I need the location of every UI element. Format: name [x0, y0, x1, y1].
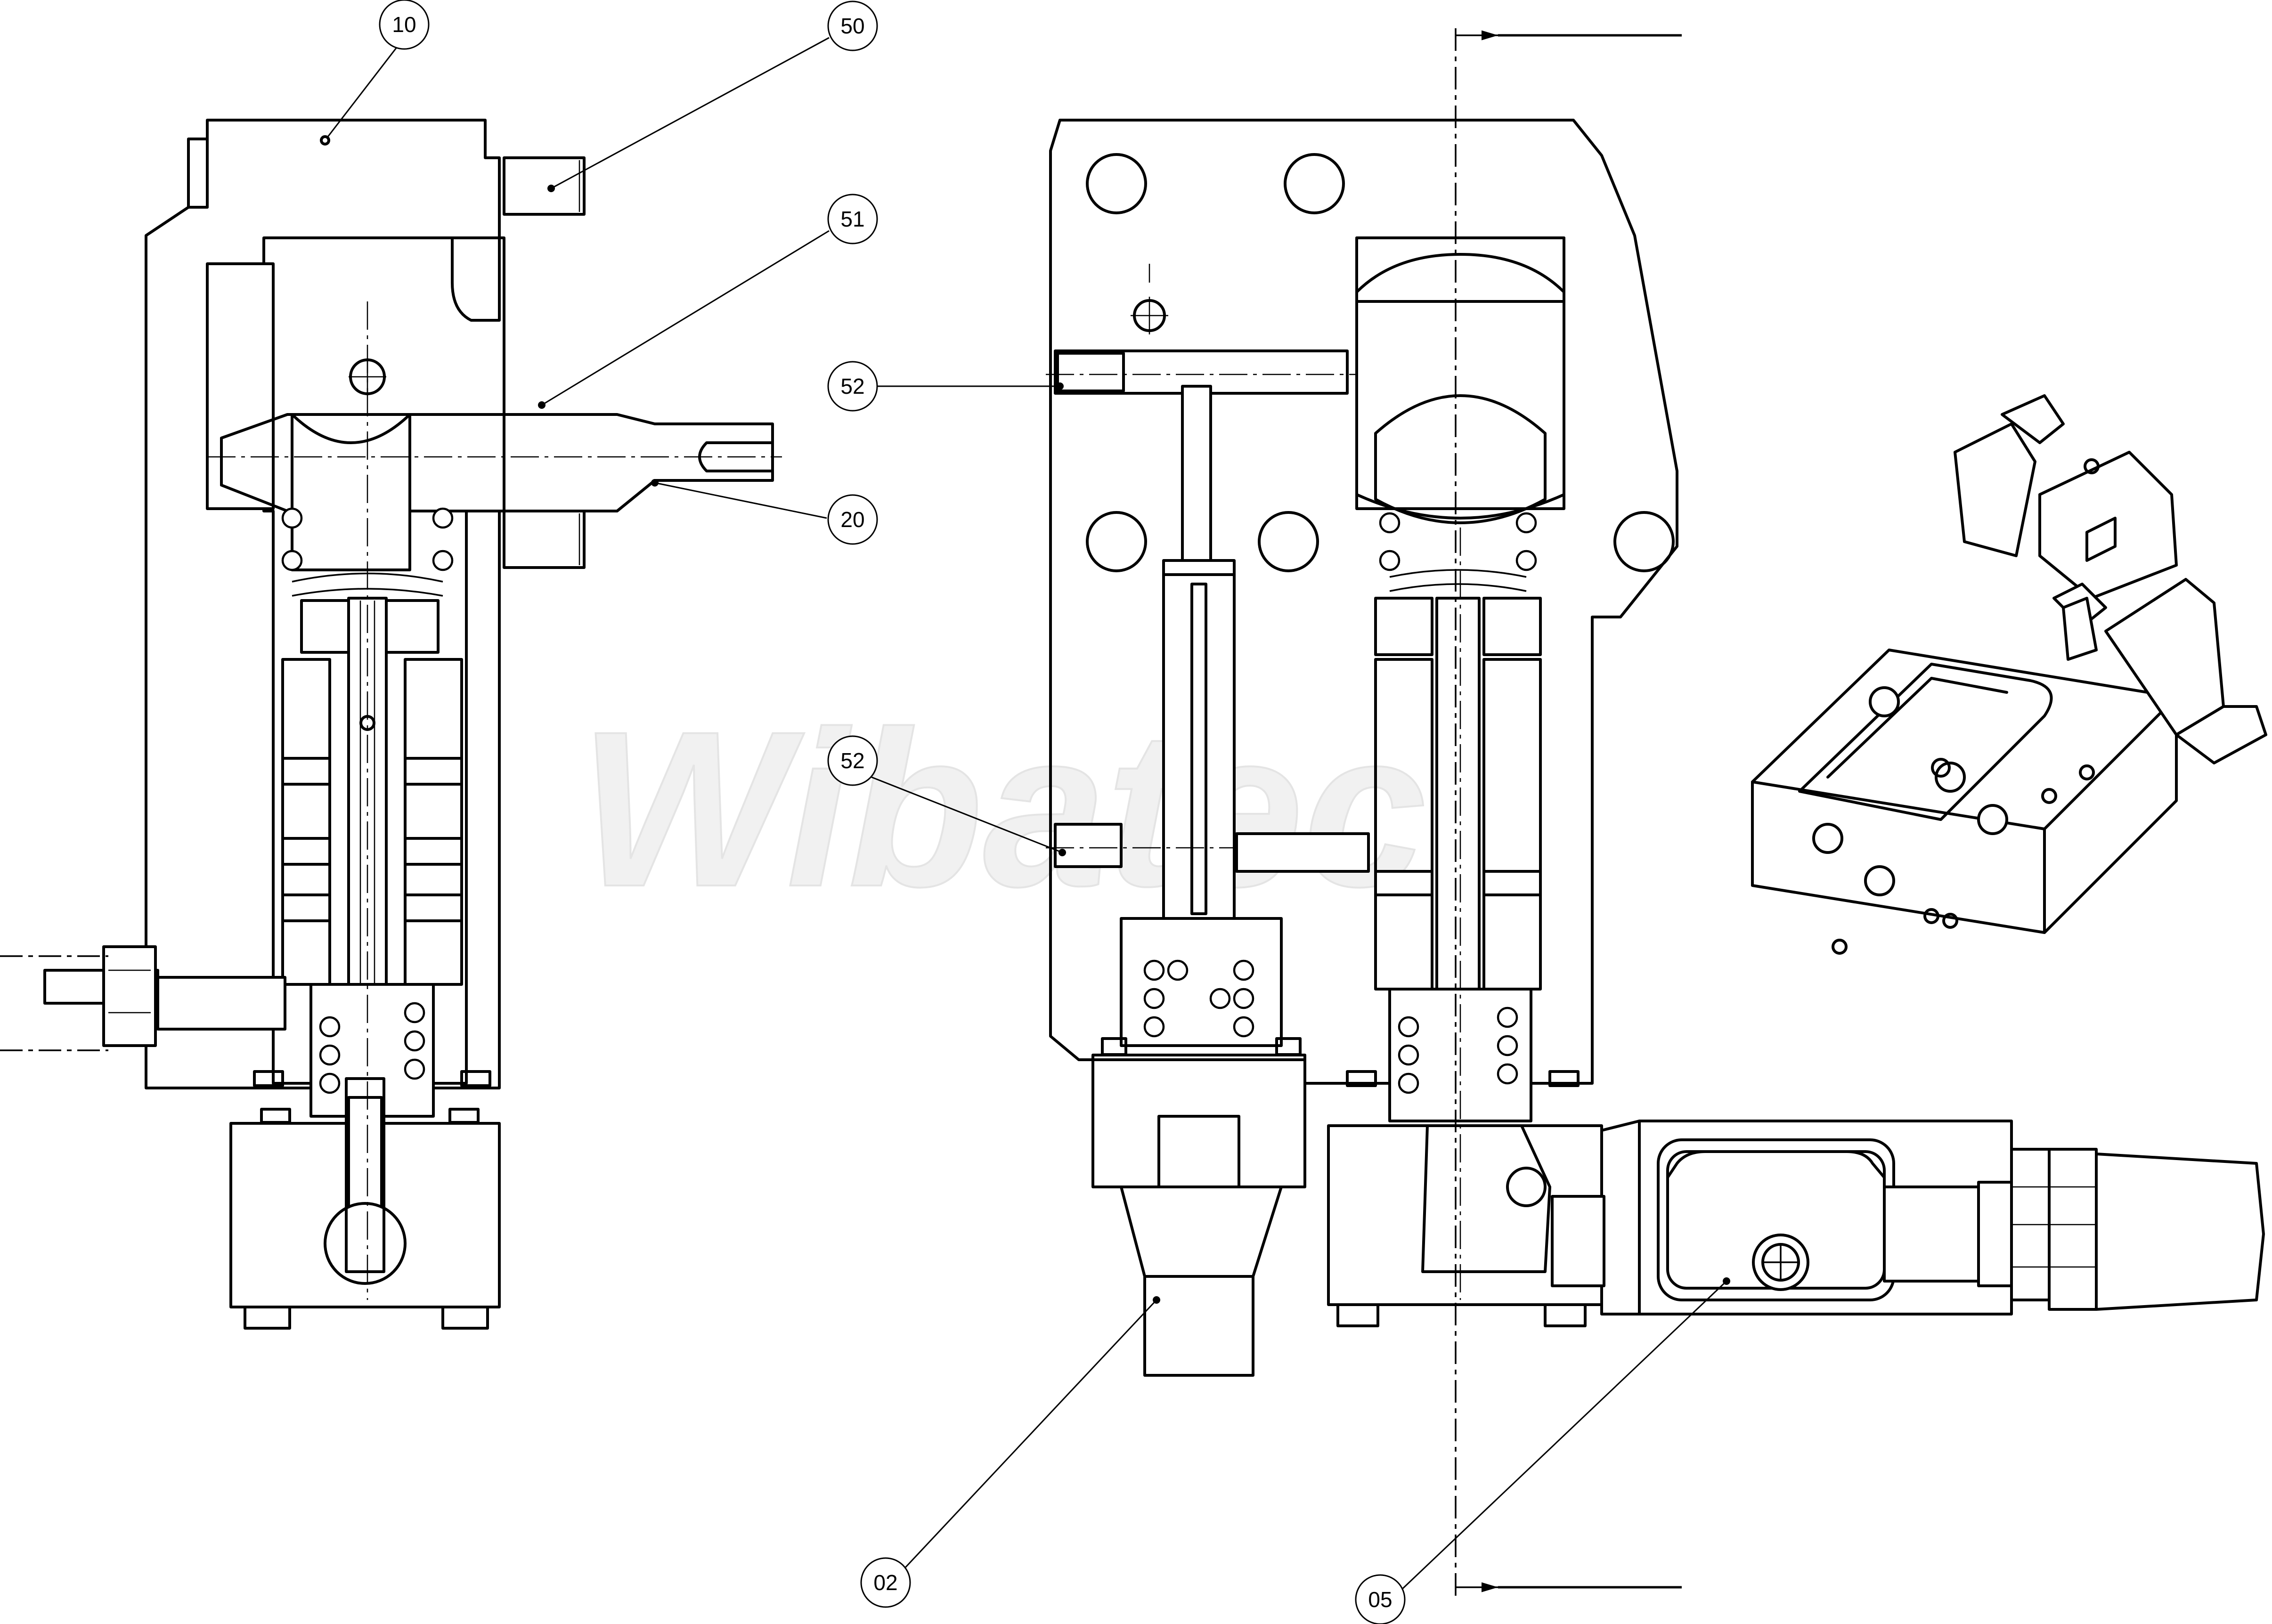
svg-text:51: 51: [840, 207, 864, 231]
left-section-view: [0, 119, 782, 1330]
watermark-text: Wibatec: [579, 685, 1426, 933]
balloon-52-lower: 52: [827, 735, 878, 786]
pin-50: [503, 156, 586, 216]
port-bore-1: [1086, 153, 1147, 214]
isometric-valve-view: [1751, 394, 2267, 955]
svg-text:05: 05: [1368, 1587, 1392, 1612]
balloon-02: 02: [860, 1557, 911, 1608]
balloon-20: 20: [827, 494, 878, 545]
svg-text:52: 52: [840, 374, 864, 398]
balloon-10: 10: [379, 0, 430, 50]
svg-text:52: 52: [840, 748, 864, 773]
svg-text:20: 20: [840, 507, 864, 532]
solenoid-05: [1551, 1120, 2265, 1315]
port-bore-2: [1284, 153, 1345, 214]
svg-text:10: 10: [392, 12, 416, 37]
manifold-body: [1049, 119, 1678, 1085]
balloon-50: 50: [827, 0, 878, 51]
svg-text:50: 50: [840, 14, 864, 38]
balloon-51: 51: [827, 194, 878, 244]
middle-section-view: [1046, 28, 1682, 1597]
upper-spring-left: [281, 507, 454, 597]
fitting-02: [1091, 1054, 1306, 1188]
shaft-20: [220, 413, 774, 512]
part-callouts: 10 50 51 20 52: [320, 0, 1730, 1624]
balloon-05: 05: [1355, 1574, 1406, 1624]
balloon-52-upper: 52: [827, 361, 878, 412]
svg-text:02: 02: [873, 1570, 897, 1595]
